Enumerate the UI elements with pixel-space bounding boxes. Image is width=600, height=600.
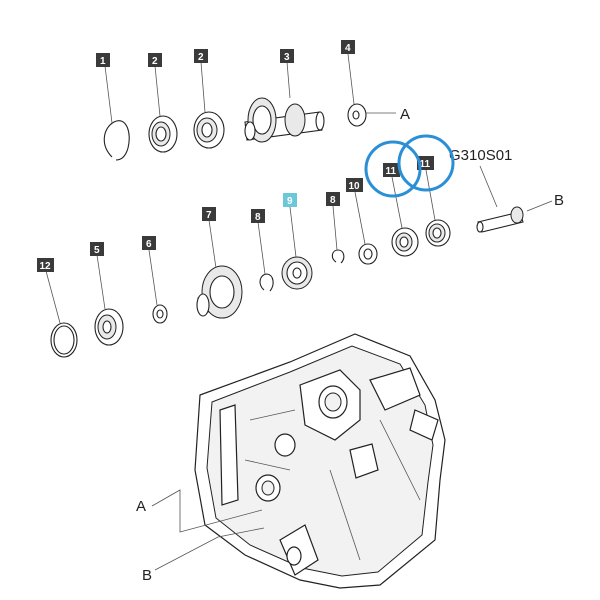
highlight-circle-11-right — [397, 134, 455, 192]
callout-leaders — [45, 53, 436, 324]
callout-6[interactable]: 6 — [142, 236, 156, 250]
gear-7 — [196, 265, 243, 319]
callout-2-left[interactable]: 2 — [148, 53, 162, 67]
svg-text:11: 11 — [386, 166, 397, 177]
bearing-5 — [94, 308, 124, 346]
bearing-11-left — [391, 227, 419, 257]
callout-8-right[interactable]: 8 — [326, 192, 340, 206]
leader-ref-code — [479, 165, 498, 208]
bearing-2-right — [193, 111, 225, 149]
callout-11-left[interactable]: 11 — [383, 163, 400, 177]
callout-7[interactable]: 7 — [202, 207, 216, 221]
callout-2-right[interactable]: 2 — [194, 49, 208, 63]
clip-8-right — [331, 249, 345, 264]
leader-b-upper — [526, 200, 553, 212]
svg-text:2: 2 — [198, 52, 204, 63]
callout-4[interactable]: 4 — [341, 40, 355, 54]
svg-text:4: 4 — [345, 43, 351, 54]
washer-4 — [347, 103, 367, 127]
svg-text:6: 6 — [146, 239, 152, 250]
svg-text:2: 2 — [152, 56, 158, 67]
svg-text:9: 9 — [287, 196, 293, 207]
callout-5[interactable]: 5 — [90, 242, 104, 256]
svg-text:8: 8 — [330, 195, 336, 206]
svg-text:10: 10 — [349, 181, 361, 192]
washer-6 — [152, 304, 168, 324]
svg-text:7: 7 — [206, 210, 212, 221]
callout-3[interactable]: 3 — [280, 49, 294, 63]
clip-8-left — [259, 273, 274, 292]
transmission-housing — [194, 333, 446, 589]
svg-text:1: 1 — [100, 56, 106, 67]
svg-text:8: 8 — [255, 212, 261, 223]
svg-text:5: 5 — [94, 245, 100, 256]
svg-text:3: 3 — [284, 52, 290, 63]
callout-9[interactable]: 9 — [283, 193, 297, 207]
leader-a-lower — [151, 489, 263, 533]
gear-9 — [281, 256, 313, 290]
bearing-2-left — [148, 115, 178, 153]
label-b-lower: B — [142, 567, 152, 584]
shaft-b — [476, 206, 524, 233]
svg-text:12: 12 — [40, 261, 52, 272]
ring-12 — [50, 322, 78, 358]
label-a-lower: A — [136, 498, 146, 515]
shaft-3 — [244, 97, 325, 143]
callout-8-left[interactable]: 8 — [251, 209, 265, 223]
label-a-upper: A — [400, 106, 410, 123]
reference-code: G310S01 — [449, 147, 512, 164]
callout-10[interactable]: 10 — [346, 178, 363, 192]
bearing-11-right — [425, 219, 451, 247]
highlight-circle-11-left — [364, 140, 422, 198]
callout-1[interactable]: 1 — [96, 53, 110, 67]
label-b-upper: B — [554, 192, 564, 209]
callout-12[interactable]: 12 — [37, 258, 54, 272]
washer-10 — [358, 243, 378, 265]
svg-text:11: 11 — [420, 159, 431, 170]
leader-b-lower — [154, 527, 265, 571]
snap-ring-1 — [103, 120, 130, 161]
